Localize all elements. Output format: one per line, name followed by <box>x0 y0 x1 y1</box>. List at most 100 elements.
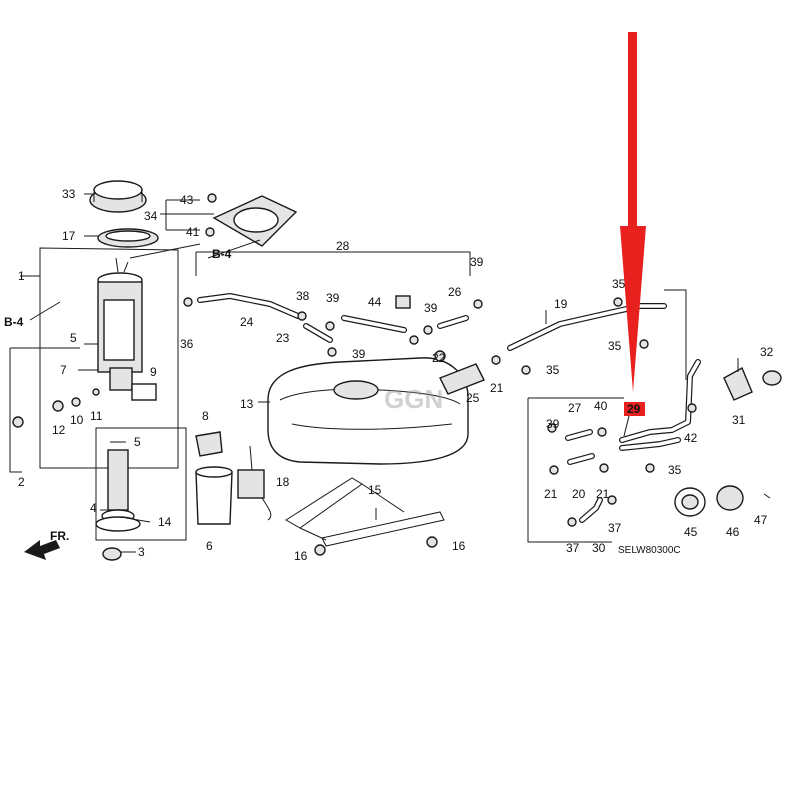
label-part-41: 41 <box>186 225 200 239</box>
part-17-gasket <box>97 228 159 248</box>
label-part-21c: 21 <box>596 487 610 501</box>
leader-lines <box>29 193 739 553</box>
part-27-hose <box>565 429 593 441</box>
label-part-39a: 39 <box>326 291 340 305</box>
label-part-22: 22 <box>432 351 446 365</box>
label-part-9: 9 <box>150 365 157 379</box>
part-45-filler-base <box>674 487 706 517</box>
label-part-13: 13 <box>240 397 254 411</box>
label-part-5a: 5 <box>70 331 77 345</box>
part-30-hose <box>579 497 603 523</box>
label-part-16b: 16 <box>452 539 466 553</box>
label-part-44: 44 <box>368 295 382 309</box>
label-part-15: 15 <box>368 483 382 497</box>
part-9-connector <box>131 383 157 401</box>
label-part-46: 46 <box>726 525 740 539</box>
label-part-11: 11 <box>90 409 103 423</box>
part-18-fuel-gauge-sender <box>237 445 272 521</box>
label-part-17: 17 <box>62 229 76 243</box>
highlight-arrow-icon <box>620 32 646 392</box>
label-part-1: 1 <box>18 269 25 283</box>
part-labels: 1 2 3 4 5 5 6 7 8 9 10 11 12 13 14 15 16… <box>18 187 774 563</box>
front-label: FR. <box>50 529 69 543</box>
label-part-28: 28 <box>336 239 350 253</box>
label-part-5b: 5 <box>134 435 141 449</box>
part-6-filter <box>195 466 233 525</box>
part-31-filler-housing <box>723 367 753 401</box>
label-part-2: 2 <box>18 475 25 489</box>
label-part-39c: 39 <box>424 301 438 315</box>
part-25-filler-neck <box>439 363 485 395</box>
part-19-pipe <box>507 303 667 351</box>
label-part-39e: 39 <box>546 417 560 431</box>
part-23-hose <box>303 323 333 343</box>
label-part-24: 24 <box>240 315 254 329</box>
part-20-hose <box>567 453 595 465</box>
label-part-43: 43 <box>180 193 194 207</box>
parts-box-28 <box>195 251 471 276</box>
part-15-tank-straps <box>285 477 445 547</box>
pump-sub-box <box>9 347 80 473</box>
label-part-21b: 21 <box>544 487 558 501</box>
part-44-connector <box>395 295 411 309</box>
label-part-42: 42 <box>684 431 698 445</box>
label-part-35d: 35 <box>668 463 682 477</box>
label-part-47: 47 <box>754 513 768 527</box>
part-33-lock-ring <box>89 180 147 213</box>
pump-lower-box <box>95 427 187 541</box>
part-47-screw <box>763 493 771 499</box>
label-part-37a: 37 <box>608 521 622 535</box>
part-24-pipe <box>197 293 301 319</box>
fuel-pump-assembly-box <box>20 247 179 469</box>
label-part-39b: 39 <box>352 347 366 361</box>
label-part-33: 33 <box>62 187 76 201</box>
fastener-set <box>12 193 697 556</box>
label-part-4: 4 <box>90 501 97 515</box>
part-8-bracket <box>195 431 223 457</box>
label-part-37b: 37 <box>566 541 580 555</box>
label-part-7: 7 <box>60 363 67 377</box>
fuel-pump-module <box>97 257 143 391</box>
part-13-fuel-tank <box>267 357 469 465</box>
label-part-30: 30 <box>592 541 606 555</box>
part-4-pump-unit <box>95 449 141 532</box>
label-part-29: 29 <box>627 402 641 416</box>
label-part-35b: 35 <box>608 339 622 353</box>
label-part-18: 18 <box>276 475 290 489</box>
label-part-40: 40 <box>594 399 608 413</box>
label-part-19: 19 <box>554 297 568 311</box>
section-ref-b4-top: B-4 <box>212 247 232 261</box>
label-part-16a: 16 <box>294 549 308 563</box>
label-part-36: 36 <box>180 337 194 351</box>
part-32-cap <box>762 370 782 386</box>
watermark: GGN <box>384 384 443 414</box>
label-part-34: 34 <box>144 209 158 223</box>
label-part-35a: 35 <box>612 277 626 291</box>
label-part-23: 23 <box>276 331 290 345</box>
label-part-26: 26 <box>448 285 462 299</box>
label-part-32: 32 <box>760 345 774 359</box>
highlight-part-29 <box>624 402 645 416</box>
part-34-cover-plate <box>212 195 298 247</box>
label-part-6: 6 <box>206 539 213 553</box>
label-part-21a: 21 <box>490 381 504 395</box>
parts-box-19 <box>527 289 687 543</box>
diagram-code: SELW80300C <box>618 545 681 556</box>
label-part-39d: 39 <box>470 255 484 269</box>
part-46-fuel-cap <box>716 485 744 511</box>
label-part-3: 3 <box>138 545 145 559</box>
part-26-hose <box>341 315 469 333</box>
part-3-cap <box>102 547 122 561</box>
label-part-27: 27 <box>568 401 582 415</box>
part-29-filler-pipe <box>619 359 701 451</box>
front-arrow-icon <box>24 540 60 560</box>
label-part-10: 10 <box>70 413 84 427</box>
label-part-25: 25 <box>466 391 480 405</box>
label-part-45: 45 <box>684 525 698 539</box>
label-part-31: 31 <box>732 413 746 427</box>
label-part-35c: 35 <box>546 363 560 377</box>
label-part-20: 20 <box>572 487 586 501</box>
label-part-8: 8 <box>202 409 209 423</box>
label-part-14: 14 <box>158 515 172 529</box>
